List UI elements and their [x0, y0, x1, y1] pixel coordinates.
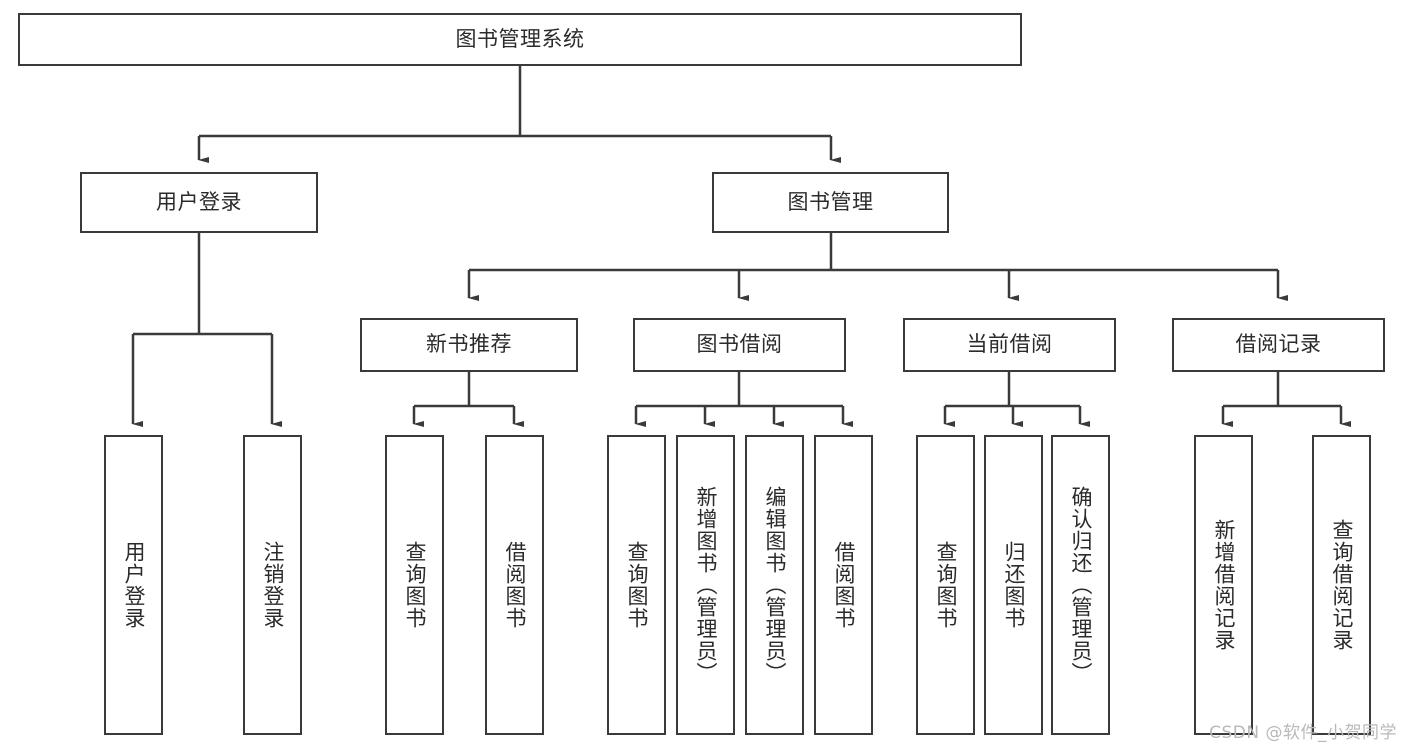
node-label: 当前借阅 — [966, 332, 1053, 357]
node-book-borrow[interactable]: 图书借阅 — [633, 318, 846, 372]
leaf-user-login-logout[interactable]: 注销登录 — [243, 435, 302, 735]
node-label: 查询借阅记录 — [1329, 519, 1354, 651]
leaf-book-borrow-add-book-admin[interactable]: 新增图书（管理员） — [676, 435, 735, 735]
node-label: 新增图书（管理员） — [693, 486, 718, 684]
leaf-borrow-record-query-record[interactable]: 查询借阅记录 — [1312, 435, 1371, 735]
node-label: 新书推荐 — [426, 332, 512, 357]
leaf-new-book-query-book[interactable]: 查询图书 — [385, 435, 444, 735]
node-label: 借阅图书 — [502, 541, 527, 629]
leaf-book-borrow-edit-book-admin[interactable]: 编辑图书（管理员） — [745, 435, 804, 735]
node-label: 编辑图书（管理员） — [762, 486, 787, 684]
node-label: 图书借阅 — [696, 332, 783, 357]
node-label: 查询图书 — [624, 541, 649, 629]
node-book-management[interactable]: 图书管理 — [712, 172, 949, 233]
node-current-borrow[interactable]: 当前借阅 — [903, 318, 1116, 372]
node-label: 新增借阅记录 — [1211, 519, 1236, 651]
leaf-current-borrow-confirm-return-admin[interactable]: 确认归还（管理员） — [1051, 435, 1110, 735]
watermark-text: CSDN @软件_小贺同学 — [1209, 723, 1397, 743]
node-new-book-recommend[interactable]: 新书推荐 — [360, 318, 578, 372]
node-label: 归还图书 — [1001, 541, 1026, 629]
leaf-borrow-record-add-record[interactable]: 新增借阅记录 — [1194, 435, 1253, 735]
node-label: 用户登录 — [121, 541, 146, 629]
node-label: 图书管理 — [787, 189, 874, 214]
leaf-book-borrow-query-book[interactable]: 查询图书 — [607, 435, 666, 735]
leaf-new-book-borrow-book[interactable]: 借阅图书 — [485, 435, 544, 735]
leaf-current-borrow-query-book[interactable]: 查询图书 — [916, 435, 975, 735]
node-label: 用户登录 — [156, 189, 242, 214]
node-user-login[interactable]: 用户登录 — [80, 172, 318, 233]
node-root-book-management-system[interactable]: 图书管理系统 — [18, 13, 1022, 66]
node-label: 借阅图书 — [831, 541, 856, 629]
node-label: 确认归还（管理员） — [1068, 486, 1093, 684]
leaf-user-login-login[interactable]: 用户登录 — [104, 435, 163, 735]
node-borrow-record[interactable]: 借阅记录 — [1172, 318, 1385, 372]
node-label: 查询图书 — [402, 541, 427, 629]
node-label: 图书管理系统 — [455, 26, 585, 51]
leaf-current-borrow-return-book[interactable]: 归还图书 — [984, 435, 1043, 735]
node-label: 注销登录 — [260, 541, 285, 629]
leaf-book-borrow-borrow-book[interactable]: 借阅图书 — [814, 435, 873, 735]
node-label: 借阅记录 — [1235, 332, 1322, 357]
node-label: 查询图书 — [933, 541, 958, 629]
